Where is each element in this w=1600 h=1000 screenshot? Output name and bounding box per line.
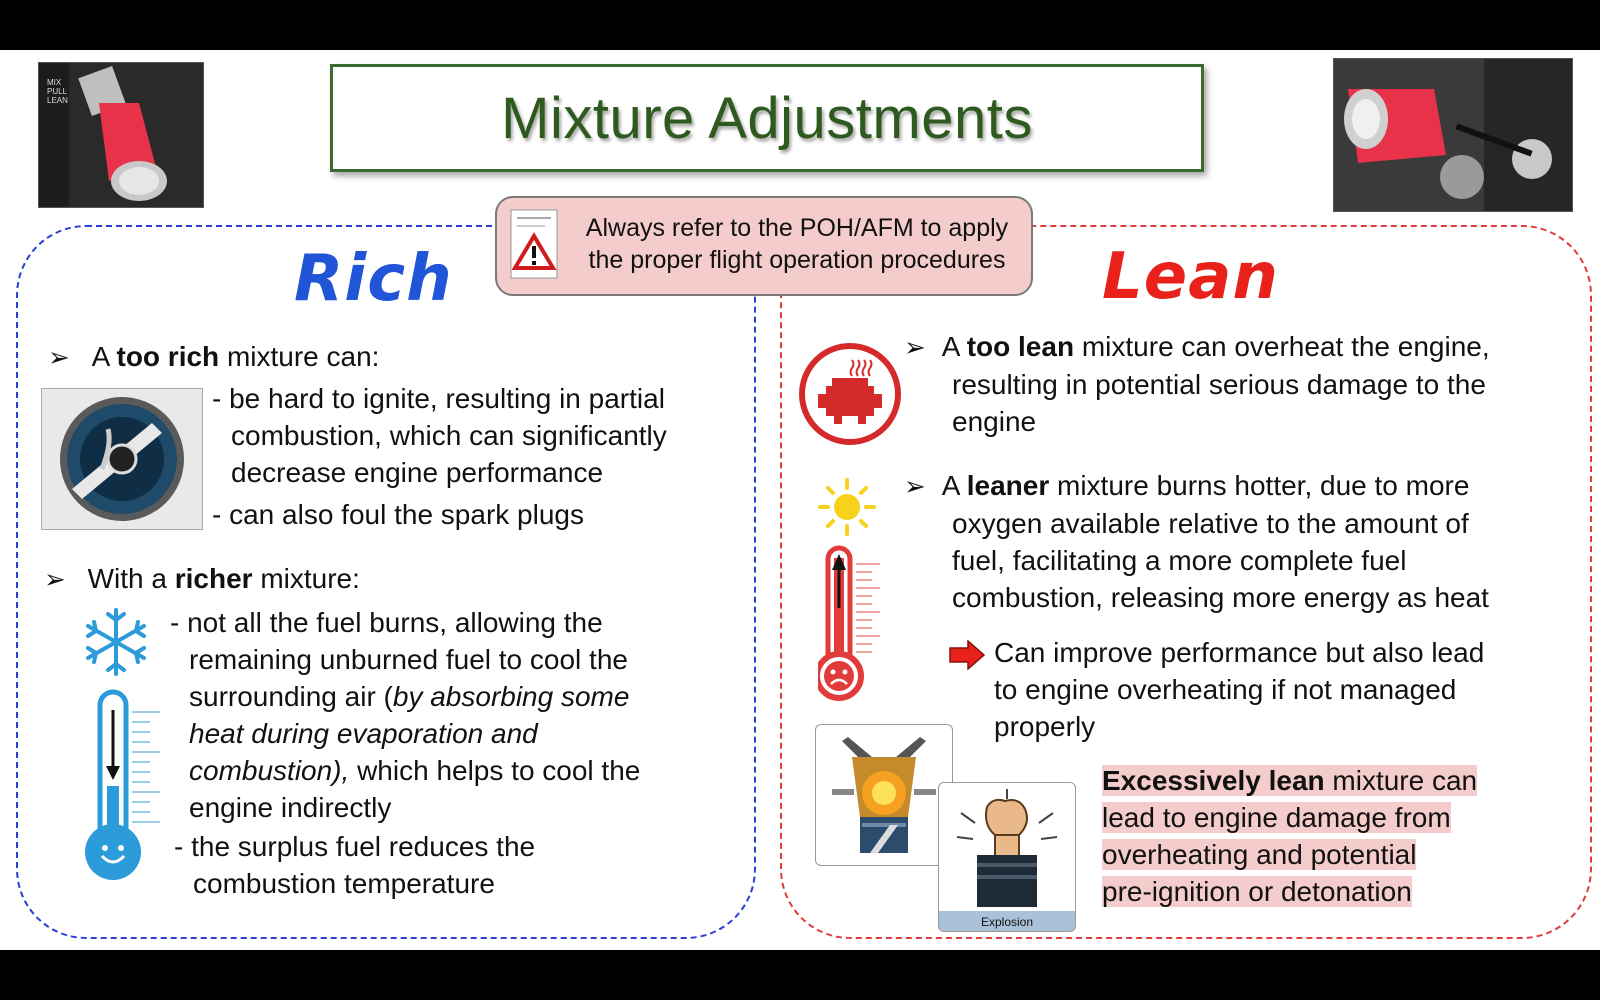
text-fragment: A (91, 341, 117, 372)
cold-thermometer-icon (80, 686, 164, 886)
text-fragment: A (941, 470, 967, 501)
rich-sub-2: - can also foul the spark plugs (212, 496, 584, 533)
text-line: resulting in potential serious damage to… (952, 369, 1486, 400)
engine-heat-icon (796, 340, 904, 448)
lean-bullet-1: ➢ A too lean mixture can overheat the eng… (904, 328, 1490, 440)
italic-fragment: heat during evaporation and (189, 718, 538, 749)
text-fragment: A (941, 331, 967, 362)
text-line: overheating and potential (1102, 839, 1417, 870)
slide: MIX PULL LEAN Mixture Adjustments (0, 50, 1600, 950)
panel-label-lean: LEAN (47, 96, 68, 105)
sun-icon (818, 478, 876, 536)
text-line: combustion, which can significantly (231, 420, 667, 451)
rich-panel (16, 225, 756, 939)
text-fragment: which helps to cool the (349, 755, 641, 786)
explosion-label: Explosion (981, 915, 1033, 929)
page-title: Mixture Adjustments (501, 85, 1033, 151)
emphasis: richer (174, 563, 253, 594)
emphasis: Excessively lean (1102, 765, 1325, 796)
hot-thermometer-icon (814, 544, 888, 704)
emphasis: too rich (116, 341, 220, 372)
text-line: Can improve performance but also lead (994, 637, 1485, 668)
text-line: combustion, releasing more energy as hea… (952, 582, 1489, 613)
text-line: oxygen available relative to the amount … (952, 508, 1469, 539)
emphasis: too lean (966, 331, 1075, 362)
text-line: pre-ignition or detonation (1102, 876, 1412, 907)
lean-heading: Lean (1102, 240, 1279, 314)
mixture-knob-photo-left: MIX PULL LEAN (38, 62, 204, 208)
lean-arrow-text: Can improve performance but also lead to… (994, 634, 1484, 745)
red-arrow-icon (948, 639, 986, 671)
emphasis: leaner (966, 470, 1050, 501)
text-line: - be hard to ignite, resulting in partia… (212, 383, 665, 414)
detonation-icon (815, 724, 953, 866)
spark-plug-icon (41, 388, 203, 530)
text-fragment: mixture can overheat the engine, (1074, 331, 1490, 362)
bullet-glyph: ➢ (904, 471, 926, 501)
notice-box: Always refer to the POH/AFM to apply the… (495, 196, 1033, 296)
text-line: combustion temperature (193, 868, 495, 899)
text-line: engine indirectly (189, 792, 392, 823)
lean-warning: Excessively lean mixture can lead to eng… (1102, 762, 1478, 910)
mixture-knob-photo-right (1333, 58, 1573, 212)
warning-icon (509, 208, 559, 280)
notice-line-2: the proper flight operation procedures (588, 246, 1006, 274)
text-line: lead to engine damage from (1102, 802, 1451, 833)
text-line: - the surplus fuel reduces the (174, 831, 536, 862)
text-fragment: mixture can: (219, 341, 380, 372)
text-line: remaining unburned fuel to cool the (189, 644, 628, 675)
explosion-icon: Explosion (938, 782, 1076, 932)
text-fragment: With a (87, 563, 175, 594)
rich-heading: Rich (294, 242, 453, 316)
notice-line-1: Always refer to the POH/AFM to apply (585, 214, 1009, 242)
italic-fragment: combustion), (189, 755, 350, 786)
panel-label-pull: PULL (47, 87, 68, 96)
snowflake-icon (80, 606, 152, 678)
lean-panel (780, 225, 1592, 939)
text-line: to engine overheating if not managed (994, 674, 1457, 705)
rich-bullet-2: ➢ With a richer mixture: (44, 560, 360, 598)
rich-sub-3: - not all the fuel burns, allowing the r… (170, 604, 640, 826)
notice-text: Always refer to the POH/AFM to apply the… (567, 212, 1027, 276)
title-box: Mixture Adjustments (330, 64, 1204, 172)
text-line: - not all the fuel burns, allowing the (170, 607, 603, 638)
text-fragment: mixture burns hotter, due to more (1049, 470, 1470, 501)
bullet-glyph: ➢ (904, 332, 926, 362)
panel-label-mix: MIX (47, 78, 62, 87)
text-fragment: mixture: (252, 563, 360, 594)
bullet-glyph: ➢ (44, 564, 66, 594)
rich-sub-1: - be hard to ignite, resulting in partia… (212, 380, 667, 491)
rich-sub-4: - the surplus fuel reduces the combustio… (174, 828, 535, 902)
rich-bullet-1: ➢ A too rich mixture can: (48, 338, 379, 376)
bullet-glyph: ➢ (48, 342, 70, 372)
text-line: - can also foul the spark plugs (212, 499, 584, 530)
lean-bullet-2: ➢ A leaner mixture burns hotter, due to m… (904, 467, 1489, 616)
text-line: fuel, facilitating a more complete fuel (952, 545, 1407, 576)
text-line: decrease engine performance (231, 457, 604, 488)
text-line: engine (952, 406, 1037, 437)
text-fragment: mixture can (1324, 765, 1478, 796)
text-line: properly (994, 711, 1096, 742)
text-fragment: surrounding air ( (189, 681, 393, 712)
italic-fragment: by absorbing some (392, 681, 630, 712)
